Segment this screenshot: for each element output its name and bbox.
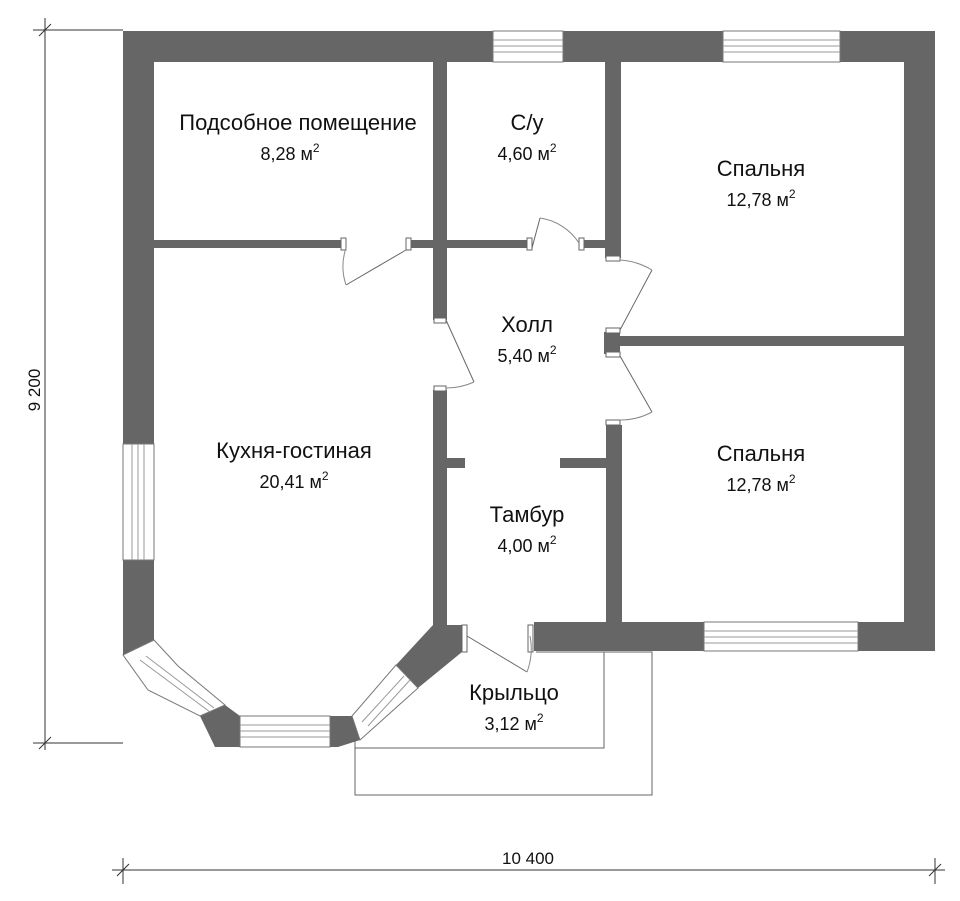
room-hall-area: 5,40 м2 (497, 343, 556, 366)
door-entrance (461, 624, 534, 673)
width-dimension: 10 400 (112, 849, 945, 884)
porch-outline (354, 651, 653, 796)
room-kitchen-living: Кухня-гостиная 20,41 м2 (216, 438, 372, 492)
room-porch-area: 3,12 м2 (484, 711, 543, 734)
door-utility (340, 237, 412, 286)
room-bathroom: С/у 4,60 м2 (497, 110, 556, 164)
height-dimension-label: 9 200 (25, 369, 44, 412)
room-vestibule-name: Тамбур (490, 502, 565, 527)
door-bedroom-top (605, 255, 653, 334)
room-bedroom-bottom: Спальня 12,78 м2 (717, 441, 805, 495)
room-vestibule: Тамбур 4,00 м2 (490, 502, 565, 556)
windows (122, 30, 859, 748)
window-bay-right (351, 664, 419, 741)
window-bottom-right (703, 621, 859, 652)
room-vestibule-area: 4,00 м2 (497, 533, 556, 556)
width-dimension-label: 10 400 (502, 849, 554, 868)
room-hall: Холл 5,40 м2 (497, 312, 556, 366)
interior-walls (154, 62, 904, 625)
height-dimension: 9 200 (25, 18, 123, 750)
room-kitchen-living-area: 20,41 м2 (259, 469, 328, 492)
room-bathroom-area: 4,60 м2 (497, 141, 556, 164)
window-bay-bottom (239, 715, 331, 748)
room-kitchen-living-name: Кухня-гостиная (216, 438, 372, 463)
room-bedroom-top-name: Спальня (717, 156, 805, 181)
room-bedroom-top-area: 12,78 м2 (726, 187, 795, 210)
window-top-right (722, 30, 841, 63)
exterior-walls (123, 31, 935, 747)
room-porch: Крыльцо 3,12 м2 (469, 680, 559, 734)
room-utility-name: Подсобное помещение (179, 110, 417, 135)
room-bathroom-name: С/у (511, 110, 544, 135)
room-labels: Подсобное помещение 8,28 м2 С/у 4,60 м2 … (179, 110, 805, 734)
room-bedroom-bottom-name: Спальня (717, 441, 805, 466)
room-bedroom-bottom-area: 12,78 м2 (726, 472, 795, 495)
door-bedroom-bottom (605, 351, 653, 426)
room-utility: Подсобное помещение 8,28 м2 (179, 110, 417, 164)
doors (340, 217, 653, 673)
door-kitchen (433, 317, 475, 392)
room-utility-area: 8,28 м2 (260, 141, 319, 164)
door-bathroom (526, 217, 585, 251)
room-hall-name: Холл (501, 312, 553, 337)
room-bedroom-top: Спальня 12,78 м2 (717, 156, 805, 210)
window-bay-left (122, 639, 226, 717)
window-left (122, 443, 155, 561)
room-porch-name: Крыльцо (469, 680, 559, 705)
window-top-left (492, 30, 564, 63)
